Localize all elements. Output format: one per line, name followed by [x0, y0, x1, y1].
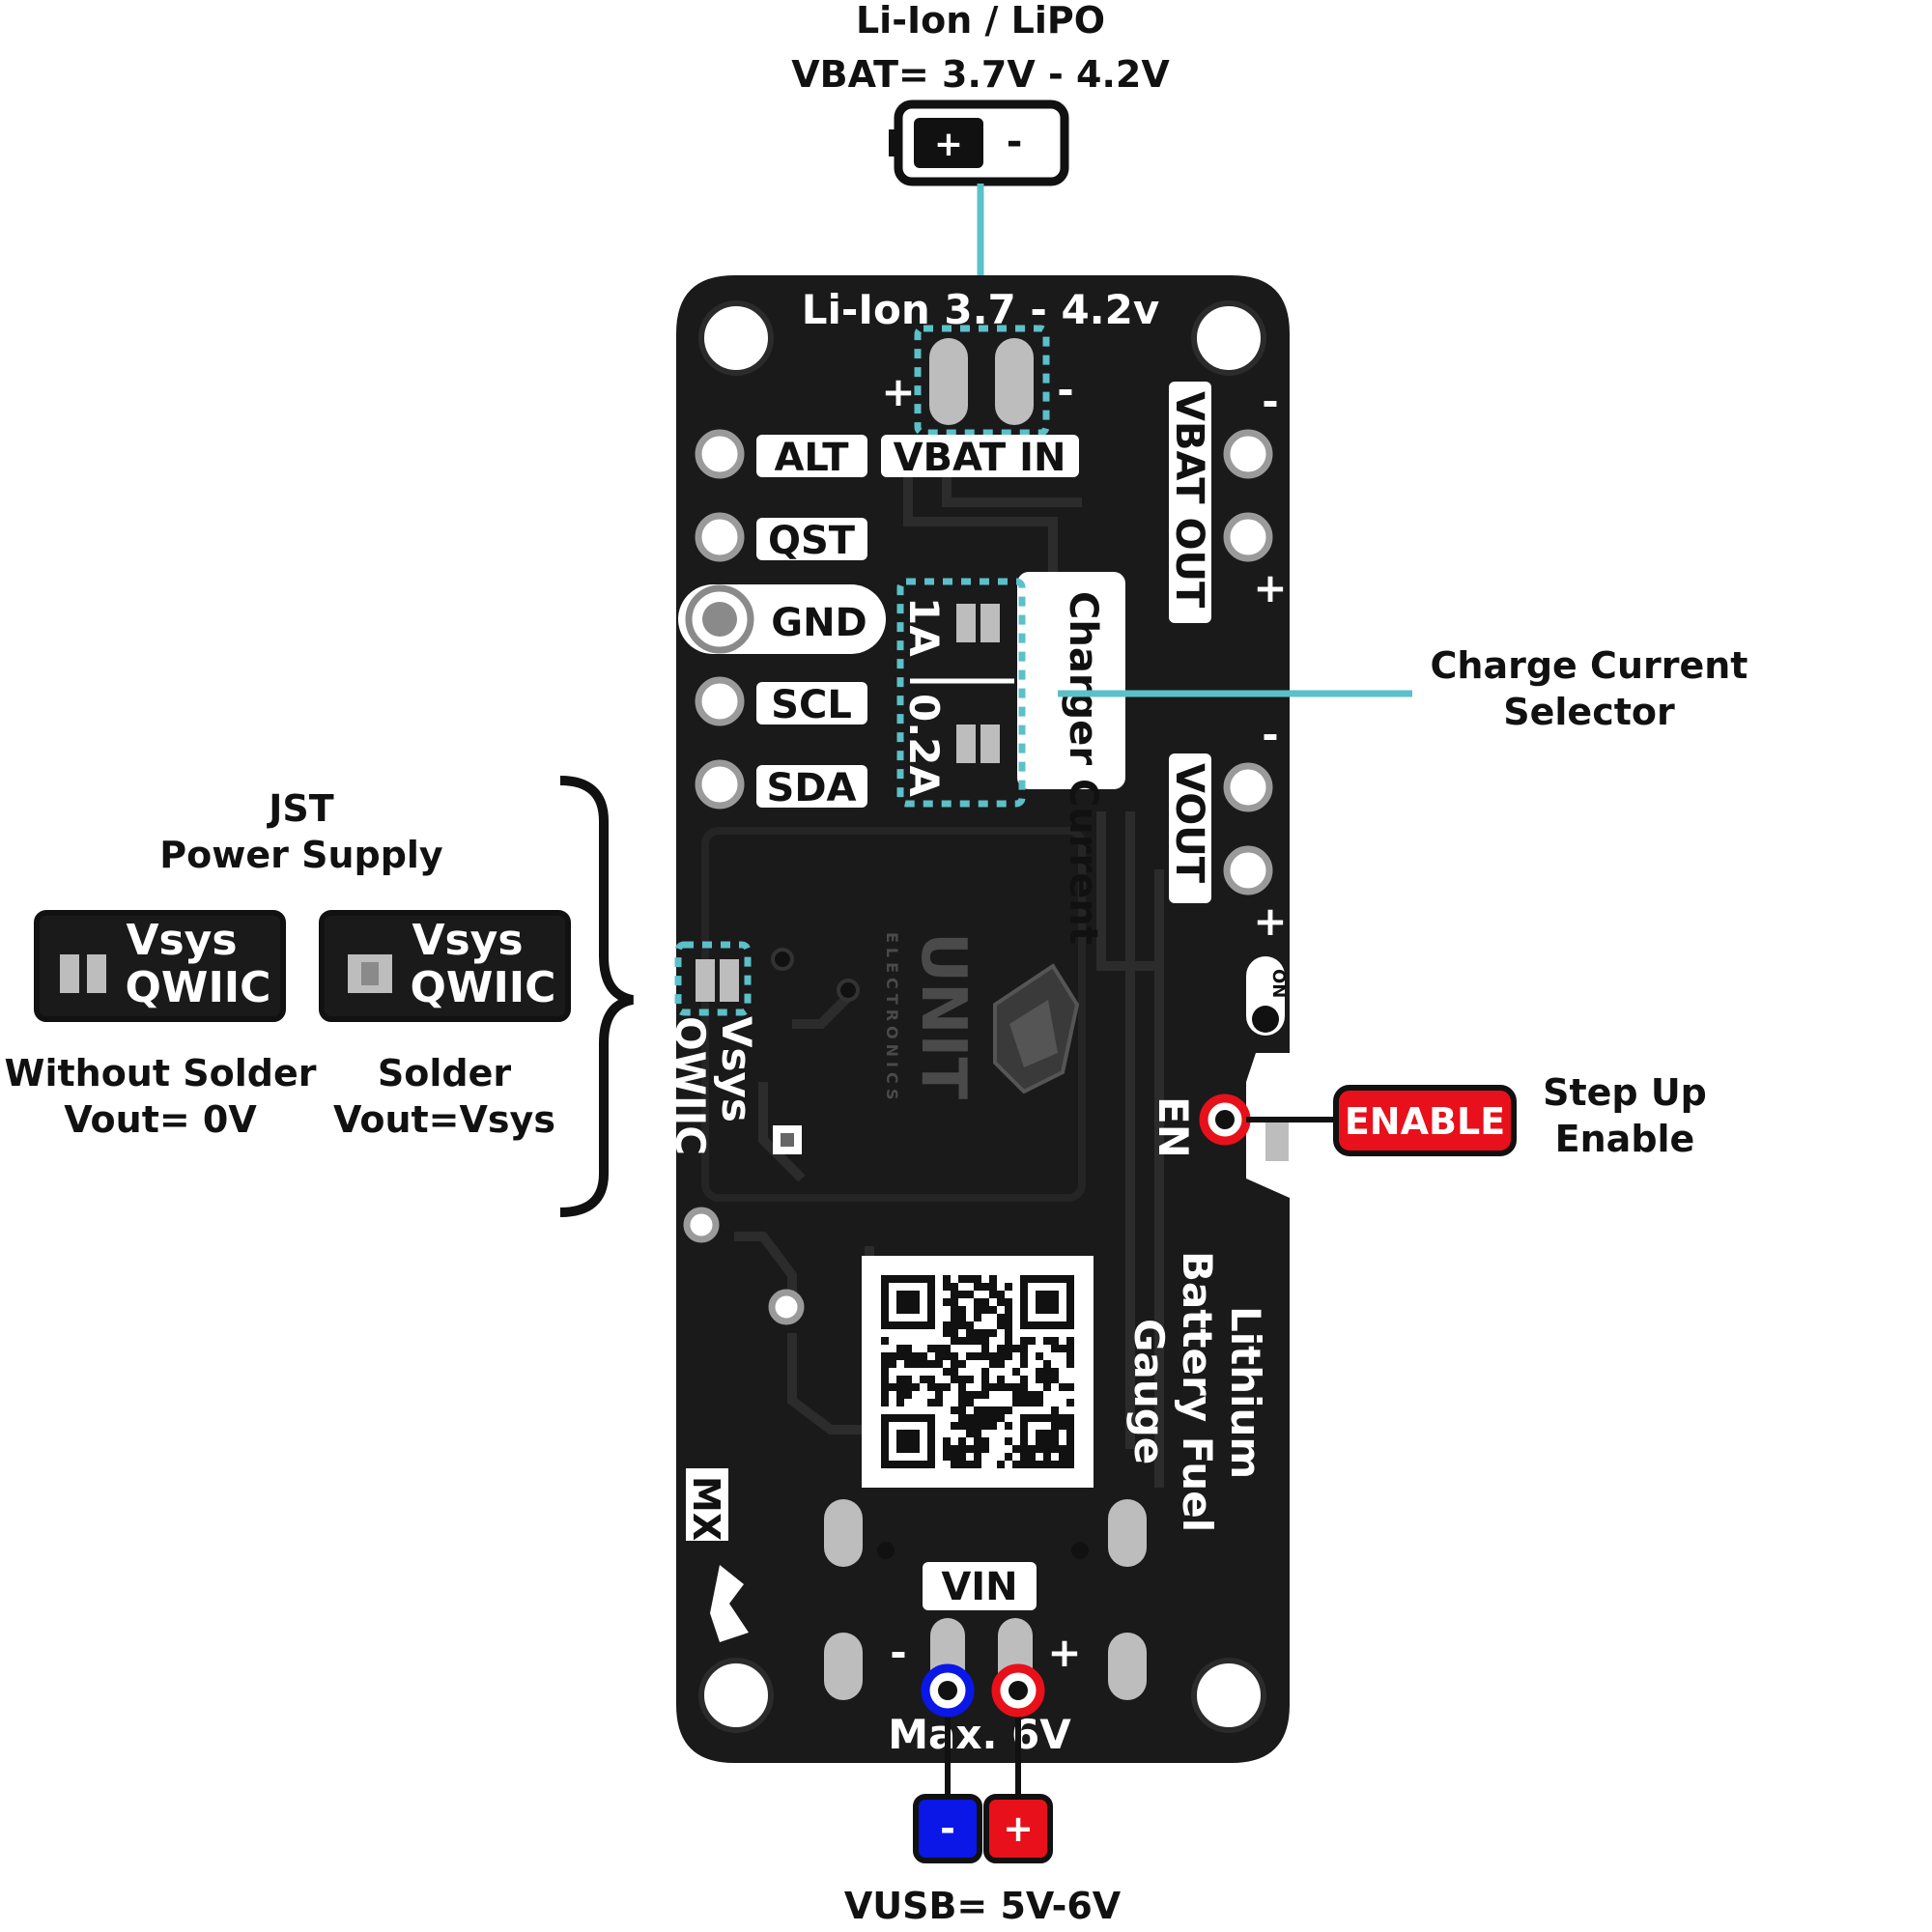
charge-1a-label: 1A [900, 597, 948, 657]
charge-selector-highlight [896, 578, 1026, 808]
pin-label-qst: QST [768, 519, 856, 563]
jumper-closed-caption2: Vout=Vsys [333, 1098, 555, 1141]
vin-label: VIN [941, 1565, 1017, 1609]
charge-current-selector: Charger Current 1A 0.2A [896, 572, 1125, 945]
pin-vout-minus [1223, 762, 1273, 812]
vin-label-bg [923, 1562, 1037, 1610]
pin-label-gnd: GND [771, 601, 867, 645]
vusb-plus-sign: + [1003, 1807, 1034, 1850]
product-name-line2: Battery Fuel [1174, 1251, 1221, 1532]
vsys-jumper-highlight [674, 941, 752, 1016]
pin-label-alt: ALT [774, 436, 849, 480]
pin-vout-plus [1223, 845, 1273, 895]
left-pin-header: ALT QST GND SCL SDA [678, 429, 886, 810]
board-vsys-label: Vsys [713, 1016, 760, 1122]
vout-header: VOUT - + [1167, 711, 1288, 945]
pin-alt [695, 429, 745, 479]
pin-vbat-out-minus [1223, 429, 1273, 479]
vbat-out-header: VBAT OUT - + [1167, 378, 1288, 623]
pin-label-sda: SDA [767, 766, 857, 810]
brand-electronics: ELECTRONICS [883, 932, 901, 1105]
via-1 [683, 1207, 720, 1243]
brand-logo-icon [993, 963, 1080, 1094]
vout-label-bg [1169, 753, 1211, 903]
vin-plus-sign: + [1047, 1629, 1081, 1676]
step-up-subtitle: Enable [1555, 1118, 1695, 1160]
mx-label: MX [685, 1476, 727, 1541]
brand-unit: UNIT [907, 932, 979, 1099]
vusb-minus-badge [913, 1794, 982, 1863]
jumper-closed-caption1: Solder [378, 1052, 511, 1094]
jumper-open-illustration: Vsys QWIIC [34, 910, 286, 1022]
battery-plus: + [934, 125, 963, 164]
jst-title: JST [266, 787, 334, 830]
vbat-in-plus-sign: + [881, 368, 915, 415]
pin-sda [695, 759, 745, 810]
jumper-open-line2: QWIIC [126, 963, 271, 1012]
product-name-line1: Lithium [1222, 1306, 1269, 1479]
vbat-out-label: VBAT OUT [1167, 391, 1211, 609]
vbat-in-highlight [914, 325, 1050, 437]
charger-current-label: Charger Current [1061, 591, 1105, 945]
vbat-in-label: VBAT IN [894, 436, 1066, 480]
mounting-hole-bottom-left [698, 1658, 774, 1733]
pin-scl [695, 676, 745, 726]
vbat-in-pad-plus [929, 338, 968, 425]
jumper-closed-illustration: Vsys QWIIC [319, 910, 571, 1022]
en-label: EN [1150, 1096, 1197, 1158]
vusb-label: VUSB= 5V-6V [844, 1885, 1122, 1927]
vbat-in-label-bg [881, 435, 1079, 477]
via-2 [768, 1289, 805, 1325]
jumper-open-line1: Vsys [126, 916, 237, 965]
board-qwiic-label: QWIIC [667, 1016, 714, 1155]
battery-minus: - [1007, 120, 1023, 164]
vout-plus-sign: + [1253, 897, 1287, 945]
battery-voltage: VBAT= 3.7V - 4.2V [791, 53, 1170, 96]
vin-minus-sign: - [890, 1629, 906, 1676]
on-switch-label: ON [1268, 969, 1289, 998]
pin-vbat-out-plus [1223, 512, 1273, 562]
pin-qst [695, 512, 745, 562]
jumper-open-caption2: Vout= 0V [64, 1098, 257, 1141]
vbat-out-plus-sign: + [1253, 564, 1287, 611]
mounting-hole-top-right [1191, 300, 1266, 376]
mx-logo-bg [686, 1468, 728, 1541]
charge-selector-subtitle: Selector [1503, 691, 1675, 733]
enable-badge-label: ENABLE [1345, 1100, 1505, 1143]
vbat-out-label-bg [1169, 382, 1211, 623]
jumper-closed-line1: Vsys [412, 916, 523, 965]
vbat-out-minus-sign: - [1262, 378, 1278, 425]
enable-badge [1333, 1085, 1517, 1156]
jumper-open-caption1: Without Solder [5, 1052, 317, 1094]
qr-code [862, 1256, 1094, 1488]
charge-02a-label: 0.2A [900, 694, 948, 797]
charger-current-label-bg [1017, 572, 1125, 789]
mounting-hole-bottom-right [1191, 1658, 1266, 1733]
vbat-in-pad-minus [995, 338, 1034, 425]
vbat-in-minus-sign: - [1057, 366, 1073, 413]
step-up-title: Step Up [1543, 1071, 1707, 1114]
jst-subtitle: Power Supply [159, 834, 443, 876]
on-switch[interactable]: ON [1246, 956, 1289, 1036]
mx-emblem-icon [710, 1565, 749, 1642]
jst-brace [559, 776, 635, 1217]
max-voltage-label: Max. 6V [888, 1711, 1071, 1758]
pin-label-scl: SCL [771, 683, 852, 727]
jumper-closed-line2: QWIIC [411, 963, 556, 1012]
vusb-plus-badge [983, 1794, 1053, 1863]
vout-minus-sign: - [1262, 711, 1278, 758]
battery-icon: + - [889, 99, 1069, 186]
mounting-hole-top-left [698, 300, 774, 376]
product-name-line3: Gauge [1125, 1319, 1173, 1464]
vusb-minus-sign: - [940, 1807, 955, 1850]
charge-selector-title: Charge Current [1431, 644, 1748, 687]
battery-title: Li-Ion / LiPO [856, 0, 1105, 42]
vout-label: VOUT [1167, 763, 1211, 884]
